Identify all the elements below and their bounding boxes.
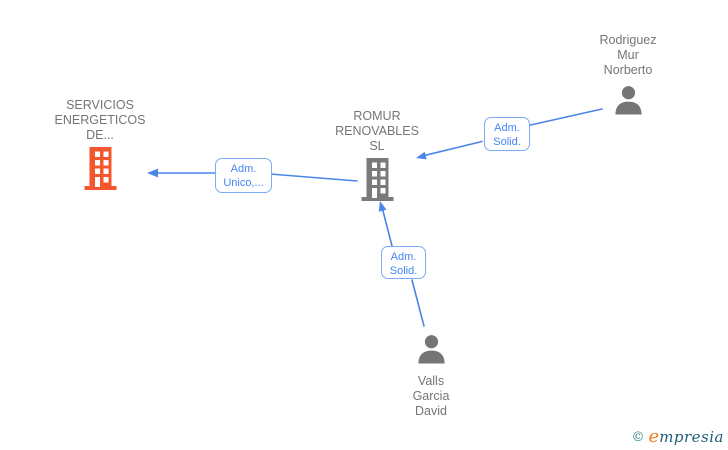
person-icon[interactable] (416, 334, 447, 365)
node-label: SERVICIOS ENERGETICOS DE... (30, 98, 170, 143)
brand-name: mpresia (659, 428, 724, 446)
node-label-line: Garcia (412, 389, 450, 403)
node-romur-renovables[interactable]: ROMUR RENOVABLES SL (317, 109, 437, 205)
edge-label-line: Unico,... (223, 177, 264, 189)
node-label-line: Valls (417, 374, 445, 388)
empresia-watermark[interactable]: ©empresia (632, 426, 724, 447)
edge-line-valls-romur (381, 206, 393, 247)
node-label-line: SERVICIOS (66, 98, 134, 112)
node-label-line: ROMUR (353, 109, 401, 123)
node-label-line: ENERGETICOS (54, 113, 146, 127)
brand-initial: e (648, 426, 660, 447)
node-valls-garcia-david[interactable]: Valls Garcia David (381, 334, 481, 419)
edge-label-line: Adm. (390, 251, 417, 263)
node-label: Rodriguez Mur Norberto (578, 33, 678, 78)
node-label: Valls Garcia David (381, 374, 481, 419)
copyright-icon: © (631, 430, 645, 445)
edge-label-line: Adm. (230, 163, 257, 175)
edge-label-line: Solid. (389, 265, 418, 277)
person-icon[interactable] (613, 85, 644, 116)
building-icon[interactable] (359, 158, 396, 201)
edge-label-adm-solid-valls[interactable]: Adm. Solid. (381, 246, 426, 279)
edge-label-line: Solid. (493, 136, 521, 148)
node-label-line: Rodriguez (599, 33, 657, 47)
edge-label-adm-solid-rodriguez[interactable]: Adm. Solid. (484, 117, 530, 151)
node-label-line: Mur (617, 48, 639, 62)
node-servicios-energeticos[interactable]: SERVICIOS ENERGETICOS DE... (30, 98, 170, 194)
node-rodriguez-mur-norberto[interactable]: Rodriguez Mur Norberto (578, 33, 678, 120)
node-label-line: RENOVABLES (335, 124, 419, 138)
node-label-line: SL (369, 139, 385, 153)
node-label-line: DE... (86, 128, 114, 142)
node-label: ROMUR RENOVABLES SL (317, 109, 437, 154)
node-label-line: Norberto (603, 63, 653, 77)
edge-line-valls-romur (411, 279, 425, 327)
edge-label-line: Adm. (494, 122, 520, 134)
edge-label-adm-unico[interactable]: Adm. Unico,... (215, 158, 272, 193)
building-icon[interactable] (82, 147, 119, 190)
node-label-line: David (415, 404, 447, 418)
